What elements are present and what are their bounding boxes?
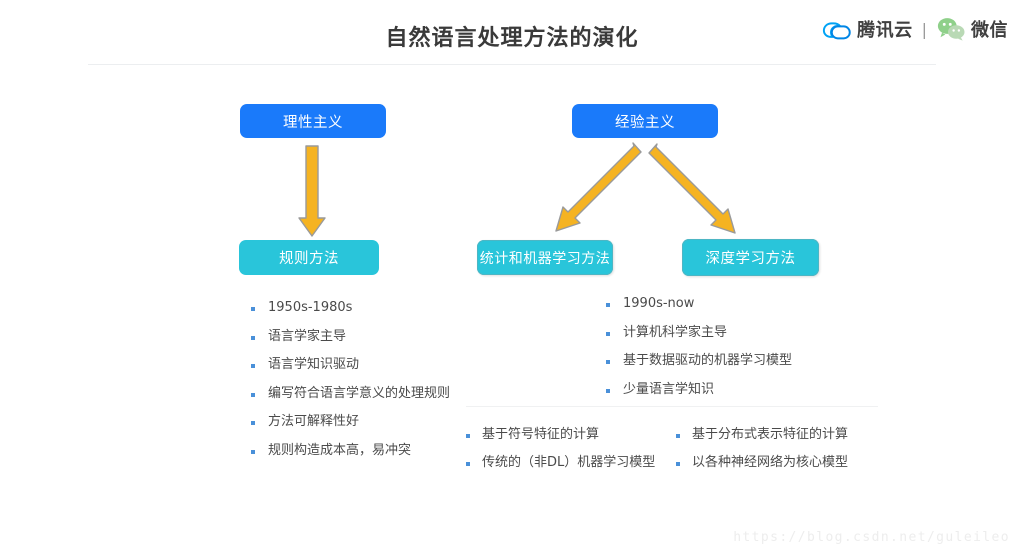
brand-name-tencent-cloud: 腾讯云 xyxy=(857,20,913,41)
bullet-dot-icon xyxy=(676,461,680,466)
node-rationalism[interactable]: 理性主义 xyxy=(240,104,386,138)
node-empiricism[interactable]: 经验主义 xyxy=(572,104,718,138)
wechat-icon xyxy=(937,18,965,41)
bullet-label: 以各种神经网络为核心模型 xyxy=(692,454,849,470)
bullet-item: 语言学家主导 xyxy=(251,329,450,345)
arrow-empiricism-to-deep-learning xyxy=(648,143,736,234)
bullet-dot-icon xyxy=(606,331,610,336)
header-divider xyxy=(88,64,936,65)
bullet-item: 少量语言学知识 xyxy=(606,382,792,398)
bullet-item: 基于数据驱动的机器学习模型 xyxy=(606,353,792,369)
bullet-dot-icon xyxy=(251,364,255,369)
node-rule-method[interactable]: 规则方法 xyxy=(239,240,379,275)
sub-section-divider xyxy=(466,406,878,407)
bullet-dot-icon xyxy=(466,461,470,466)
bullet-dot-icon xyxy=(251,335,255,340)
bullet-label: 计算机科学家主导 xyxy=(623,324,728,340)
bullet-item: 以各种神经网络为核心模型 xyxy=(676,455,886,471)
bullet-item: 编写符合语言学意义的处理规则 xyxy=(251,386,450,402)
bullet-dot-icon xyxy=(251,421,255,426)
watermark: https://blog.csdn.net/guleileo xyxy=(733,530,1010,545)
bullet-label: 1990s-now xyxy=(623,296,695,311)
bullet-label: 语言学知识驱动 xyxy=(268,357,360,373)
statistical-ml-details: 基于符号特征的计算传统的（非DL）机器学习模型 xyxy=(466,427,676,482)
bullet-item: 计算机科学家主导 xyxy=(606,325,792,341)
bullet-dot-icon xyxy=(251,392,255,397)
bullet-label: 少量语言学知识 xyxy=(623,381,715,397)
bullet-dot-icon xyxy=(251,307,255,311)
brand-name-wechat: 微信 xyxy=(971,20,1008,41)
bullet-label: 基于数据驱动的机器学习模型 xyxy=(623,353,793,369)
bullet-item: 传统的（非DL）机器学习模型 xyxy=(466,455,676,471)
empiricism-bullet-list: 1990s-now 计算机科学家主导基于数据驱动的机器学习模型少量语言学知识 xyxy=(606,296,792,410)
bullet-label: 方法可解释性好 xyxy=(268,414,360,430)
bullet-item: 方法可解释性好 xyxy=(251,414,450,430)
bullet-item: 1990s-now xyxy=(606,296,792,312)
node-statistical-ml[interactable]: 统计和机器学习方法 xyxy=(477,240,613,275)
bullet-dot-icon xyxy=(606,360,610,365)
bullet-label: 传统的（非DL）机器学习模型 xyxy=(482,454,656,470)
arrow-empiricism-to-statistical-ml xyxy=(555,142,642,232)
sub-detail-columns: 基于符号特征的计算传统的（非DL）机器学习模型基于分布式表示特征的计算以各种神经… xyxy=(466,427,886,482)
bullet-dot-icon xyxy=(676,434,680,438)
bullet-label: 1950s-1980s xyxy=(268,300,353,315)
brand-separator: | xyxy=(921,19,927,39)
bullet-dot-icon xyxy=(251,449,255,454)
node-deep-learning[interactable]: 深度学习方法 xyxy=(682,239,819,276)
bullet-label: 编写符合语言学意义的处理规则 xyxy=(268,385,451,401)
deep-learning-details: 基于分布式表示特征的计算以各种神经网络为核心模型 xyxy=(676,427,886,482)
bullet-label: 规则构造成本高，易冲突 xyxy=(268,442,412,458)
brand-lockup: 腾讯云 | 微信 xyxy=(822,14,1008,44)
bullet-dot-icon xyxy=(606,303,610,307)
bullet-dot-icon xyxy=(606,388,610,393)
rule-method-bullet-list: 1950s-1980s 语言学家主导语言学知识驱动编写符合语言学意义的处理规则方法… xyxy=(251,300,450,472)
bullet-dot-icon xyxy=(466,434,470,438)
bullet-item: 语言学知识驱动 xyxy=(251,357,450,373)
arrow-rationalism-to-rule-method xyxy=(298,145,326,237)
bullet-item: 规则构造成本高，易冲突 xyxy=(251,443,450,459)
bullet-label: 基于分布式表示特征的计算 xyxy=(692,427,849,442)
page-title: 自然语言处理方法的演化 xyxy=(385,26,639,51)
bullet-item: 1950s-1980s xyxy=(251,300,450,316)
slide-header: 自然语言处理方法的演化 腾讯云 | 微信 xyxy=(0,0,1024,65)
tencent-cloud-icon xyxy=(823,22,851,40)
bullet-item: 基于符号特征的计算 xyxy=(466,427,676,443)
bullet-item: 基于分布式表示特征的计算 xyxy=(676,427,886,443)
bullet-label: 语言学家主导 xyxy=(268,328,347,344)
bullet-label: 基于符号特征的计算 xyxy=(482,427,600,442)
